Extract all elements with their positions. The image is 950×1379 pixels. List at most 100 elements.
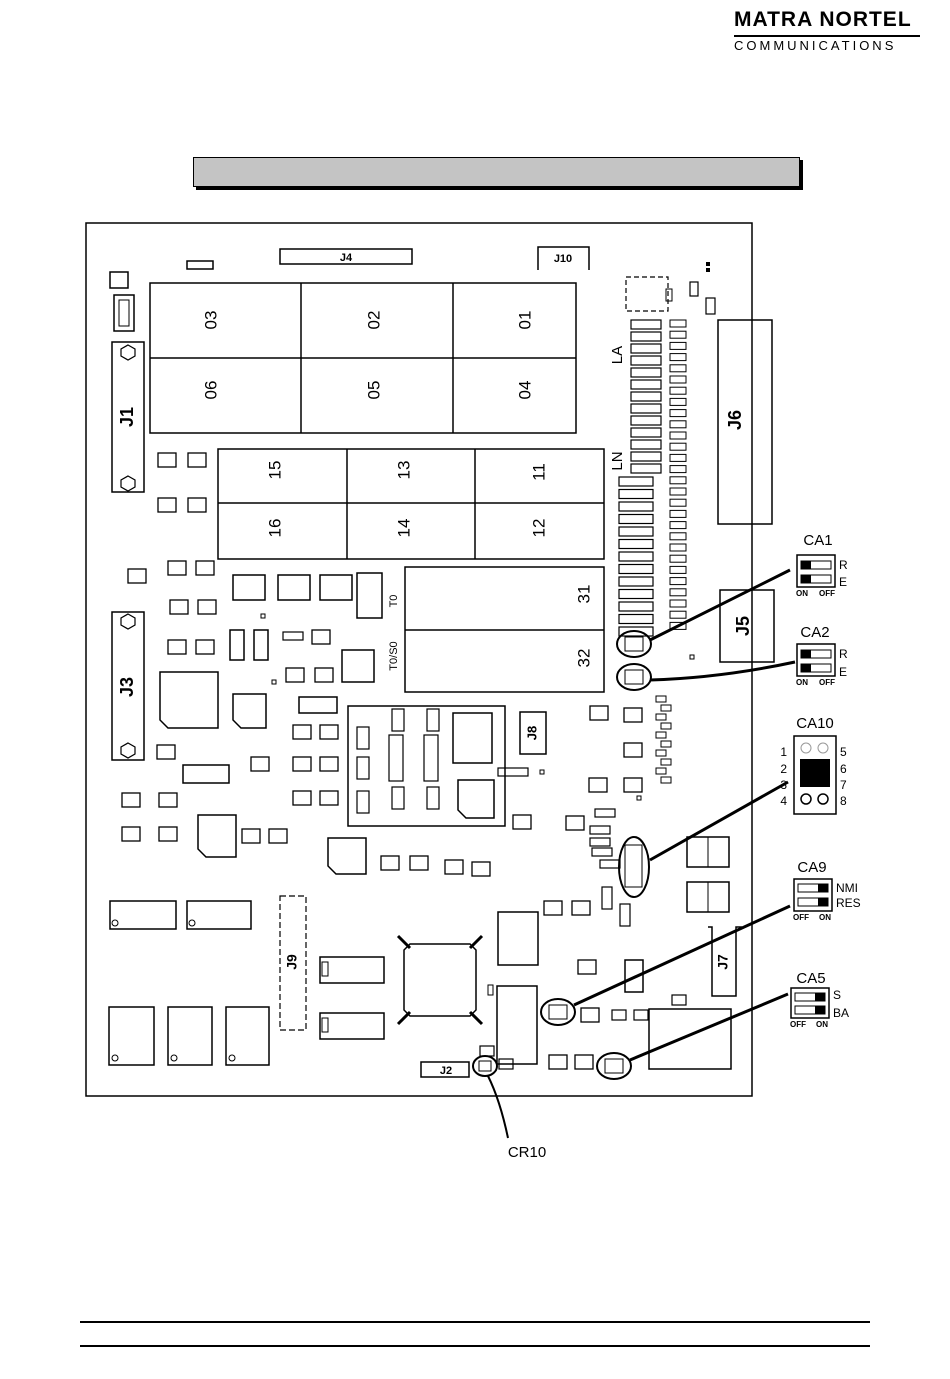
component-small [620, 904, 630, 926]
connector-j10-label: J10 [554, 253, 572, 265]
led-cr10-label: CR10 [508, 1144, 546, 1161]
component-small [315, 668, 333, 682]
resistor-array [619, 565, 653, 574]
connector-j3-label: J3 [117, 677, 137, 697]
mounting-hole [121, 345, 135, 360]
jumper-ca2-title: CA2 [800, 624, 829, 641]
jumper-ca2-off: OFF [819, 678, 835, 687]
component-small [498, 768, 528, 776]
component-small [624, 743, 642, 757]
jumper-ca1-off: OFF [819, 589, 835, 598]
resistor-array [619, 477, 653, 486]
ic [187, 901, 251, 929]
component-small [624, 778, 642, 792]
resistor-array [631, 356, 661, 365]
component-small [242, 829, 260, 843]
component-small [299, 697, 337, 713]
resistor-array [670, 320, 686, 327]
jumper-ca1-opt-e: E [839, 575, 847, 589]
ic [392, 787, 404, 809]
slot-05: 05 [364, 381, 383, 400]
jumper-ca10-pin-7: 7 [840, 778, 847, 792]
component-small [119, 300, 129, 326]
component-small [122, 827, 140, 841]
connector-j5-label: J5 [733, 616, 753, 636]
slot-grid-top [150, 283, 576, 433]
slot-32: 32 [574, 649, 593, 668]
component-small [472, 862, 490, 876]
jumper-ca5-title: CA5 [796, 970, 825, 987]
component-small [566, 816, 584, 830]
resistor-array [670, 544, 686, 551]
component-small [672, 995, 686, 1005]
resistor-array [631, 392, 661, 401]
slot-12: 12 [529, 519, 548, 538]
jumper-ca9-opt-res: RES [836, 896, 861, 910]
resistor-array [670, 454, 686, 461]
component-small [445, 860, 463, 874]
resistor-array [631, 428, 661, 437]
ic [320, 575, 352, 600]
resistor-array [656, 714, 666, 720]
ic [168, 1007, 212, 1065]
component-small [159, 793, 177, 807]
resistor-array [631, 416, 661, 425]
ic [424, 735, 438, 781]
jumper-ca10-pin-6: 6 [840, 762, 847, 776]
component-small [590, 826, 610, 834]
component-dot [706, 268, 710, 272]
ic [392, 709, 404, 731]
slot-03: 03 [201, 311, 220, 330]
component-small [595, 809, 615, 817]
resistor-array [670, 410, 686, 417]
resistor-array [619, 490, 653, 499]
component-small [634, 1010, 648, 1020]
connector-j9-label: J9 [284, 954, 300, 970]
jumper-ca2-opt-r: R [839, 647, 848, 661]
mounting-hole [121, 614, 135, 629]
ic [357, 757, 369, 779]
component-small [196, 561, 214, 575]
resistor-array [619, 602, 653, 611]
ic [357, 573, 382, 618]
resistor-array [670, 477, 686, 484]
component-small [572, 901, 590, 915]
resistor-array [670, 510, 686, 517]
jumper-ca2-callout [617, 664, 651, 690]
mounting-hole [121, 743, 135, 758]
component-small [637, 796, 641, 800]
resistor-array [670, 555, 686, 562]
component-small [381, 856, 399, 870]
component-small [690, 655, 694, 659]
connector-j2-label: J2 [440, 1065, 452, 1077]
resistor-array [619, 577, 653, 586]
component-small [283, 632, 303, 640]
jumper-ca10-pin-5: 5 [840, 745, 847, 759]
component-small [261, 614, 265, 618]
ic [357, 791, 369, 813]
component-small [600, 860, 620, 868]
slot-15: 15 [265, 461, 284, 480]
resistor-array [631, 320, 661, 329]
jumper-ca10-callout [619, 837, 649, 897]
ic [109, 1007, 154, 1065]
ic [233, 575, 265, 600]
footer-rule [80, 1345, 870, 1347]
slot-06: 06 [201, 381, 220, 400]
resistor-array [619, 615, 653, 624]
resistor-array [670, 522, 686, 529]
jumper-ca9-callout [541, 999, 575, 1025]
resistor-array [631, 404, 661, 413]
jumper-ca5-opt-s: S [833, 988, 841, 1002]
component-small [575, 1055, 593, 1069]
slot-04: 04 [515, 381, 534, 400]
component-small [251, 757, 269, 771]
ic [320, 1013, 384, 1039]
resistor-array [619, 527, 653, 536]
component-small [320, 791, 338, 805]
component-small [158, 498, 176, 512]
resistor-array [619, 590, 653, 599]
ic [342, 650, 374, 682]
component-small [170, 600, 188, 614]
